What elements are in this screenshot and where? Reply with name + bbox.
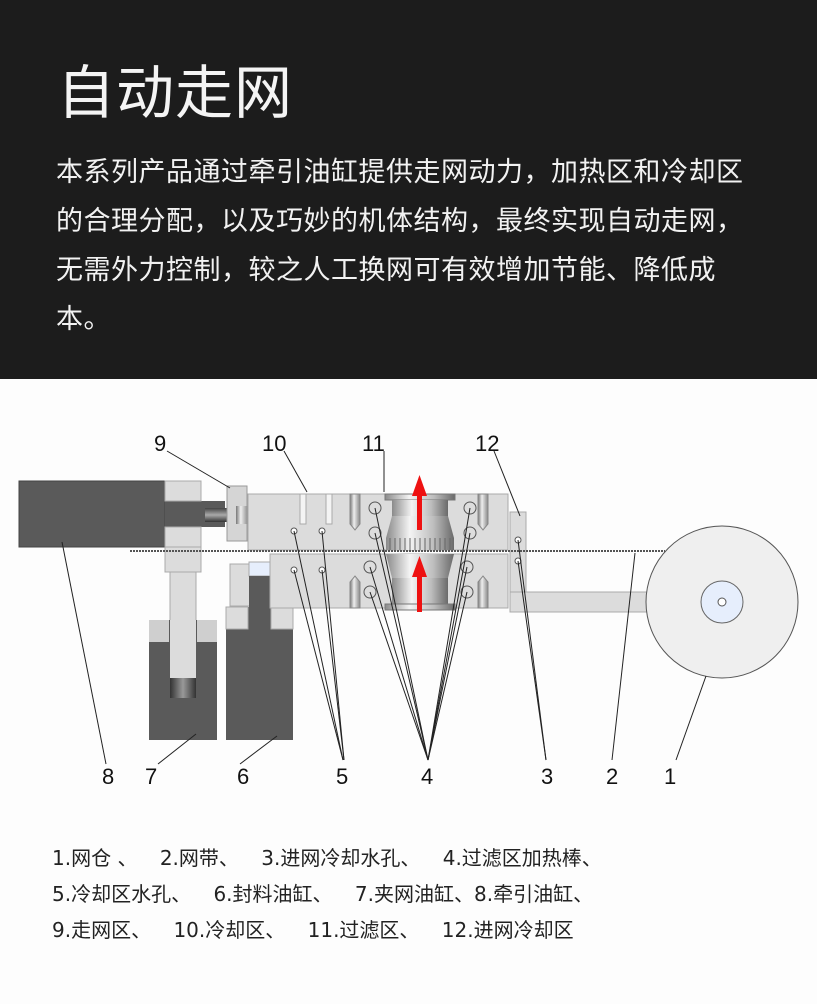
legend-item: 1.网仓 、 — [52, 846, 138, 870]
callout-12: 12 — [475, 431, 499, 456]
legend-line: 1.网仓 、 2.网带、 3.进网冷却水孔、 4.过滤区加热棒、 — [52, 840, 772, 876]
legend-item: 4.过滤区加热棒、 — [442, 846, 602, 870]
clamp-cylinder — [149, 546, 217, 740]
description-text: 本系列产品通过牵引油缸提供走网动力，加热区和冷却区的合理分配，以及巧妙的机体结构… — [56, 157, 744, 335]
callout-5: 5 — [336, 764, 348, 789]
inlet-cooling-block — [509, 511, 649, 613]
legend-line: 9.走网区、 10.冷却区、 11.过滤区、 12.进网冷却区 — [52, 912, 772, 948]
legend-item: 5.冷却区水孔、 — [52, 882, 192, 906]
page-title: 自动走网 — [57, 59, 294, 127]
callout-7: 7 — [145, 764, 157, 789]
legend-item: 2.网带、 — [159, 846, 239, 870]
traction-cylinder — [18, 480, 248, 548]
callout-4: 4 — [421, 764, 433, 789]
machine-diagram: 9 10 11 12 8 7 6 5 4 3 2 1 — [0, 379, 817, 829]
callout-1: 1 — [664, 764, 676, 789]
callout-10: 10 — [262, 431, 286, 456]
flow-arrow-icon — [412, 475, 427, 612]
parts-legend: 1.网仓 、 2.网带、 3.进网冷却水孔、 4.过滤区加热棒、 5.冷却区水孔… — [52, 840, 772, 948]
callout-8: 8 — [102, 764, 114, 789]
callout-2: 2 — [606, 764, 618, 789]
legend-item: 10.冷却区、 — [173, 918, 286, 942]
legend-item: 3.进网冷却水孔、 — [261, 846, 421, 870]
hero-banner: 自动走网 本系列产品通过牵引油缸提供走网动力，加热区和冷却区的合理分配，以及巧妙… — [0, 0, 817, 379]
callout-6: 6 — [237, 764, 249, 789]
net-reel — [645, 525, 799, 679]
callout-9: 9 — [154, 431, 166, 456]
legend-line: 5.冷却区水孔、 6.封料油缸、 7.夹网油缸、8.牵引油缸、 — [52, 876, 772, 912]
leader-lines — [61, 450, 707, 765]
legend-item: 7.夹网油缸、8.牵引油缸、 — [354, 882, 594, 906]
callout-11: 11 — [362, 431, 385, 456]
legend-item: 12.进网冷却区 — [441, 918, 574, 942]
legend-item: 11.过滤区、 — [307, 918, 420, 942]
callout-3: 3 — [541, 764, 553, 789]
legend-item: 9.走网区、 — [52, 918, 152, 942]
legend-item: 6.封料油缸、 — [213, 882, 333, 906]
